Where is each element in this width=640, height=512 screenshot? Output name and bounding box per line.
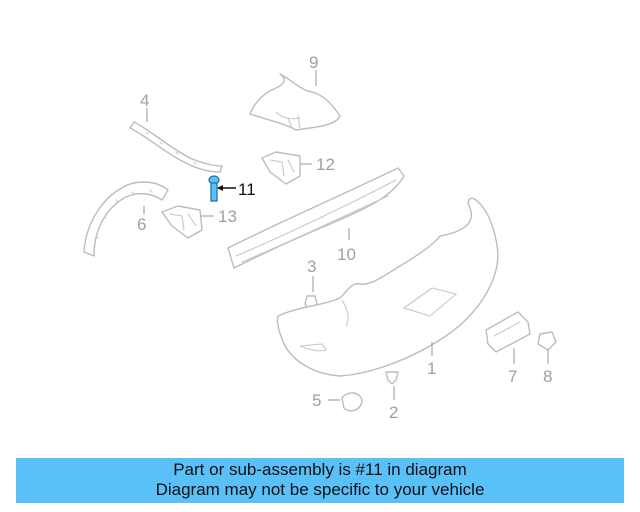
callout-5: 5 bbox=[312, 391, 321, 410]
part-12-bracket bbox=[261, 151, 301, 185]
part-4-arch-trim bbox=[129, 121, 223, 173]
part-9-corner-panel bbox=[249, 73, 341, 131]
part-1-bumper-cover bbox=[276, 197, 499, 377]
callout-13: 13 bbox=[218, 207, 237, 226]
part-6-arch-liner bbox=[83, 181, 169, 257]
part-10-reinforcement bbox=[227, 167, 405, 269]
banner-line-2: Diagram may not be specific to your vehi… bbox=[155, 480, 485, 499]
banner-line-1: Part or sub-assembly is #11 in diagram bbox=[173, 460, 467, 479]
callout-10: 10 bbox=[337, 245, 356, 264]
part-2-fastener bbox=[385, 371, 399, 385]
part-13-bracket bbox=[161, 205, 203, 239]
leader-lines bbox=[143, 70, 549, 401]
part-7-plate bbox=[485, 311, 531, 353]
part-8-nut bbox=[537, 331, 557, 351]
callout-11: 11 bbox=[238, 180, 256, 199]
callout-12: 12 bbox=[316, 155, 335, 174]
part-11-bolt-highlighted bbox=[208, 175, 220, 202]
part-5-reflector bbox=[341, 392, 363, 412]
callout-6: 6 bbox=[137, 215, 146, 234]
callout-2: 2 bbox=[389, 403, 398, 422]
callout-3: 3 bbox=[307, 257, 316, 276]
info-banner: Part or sub-assembly is #11 in diagram D… bbox=[16, 458, 624, 503]
callout-1: 1 bbox=[427, 359, 436, 378]
callout-8: 8 bbox=[543, 367, 552, 386]
callout-7: 7 bbox=[508, 367, 517, 386]
callout-4: 4 bbox=[140, 91, 149, 110]
callout-9: 9 bbox=[309, 53, 318, 72]
